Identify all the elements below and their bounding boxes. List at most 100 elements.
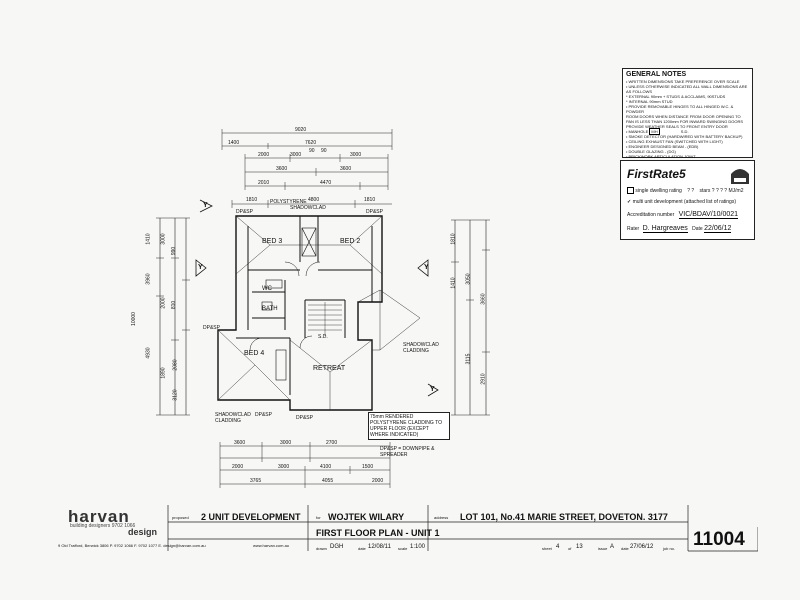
- dpsp-label: DP&SP: [236, 209, 253, 215]
- section-label: Y: [198, 264, 203, 271]
- dimension-text: 3600: [276, 166, 288, 172]
- company-logo: harvan: [68, 507, 130, 526]
- room-label: RETREAT: [313, 365, 346, 372]
- section-label: Y: [430, 386, 435, 393]
- general-notes-line: • PROVIDE REMOVABLE HINGES TO ALL HINGED…: [626, 104, 734, 114]
- section-marker: [199, 199, 213, 213]
- multi-unit-row: ✓ multi unit development (attached list …: [627, 199, 736, 205]
- shadowclad-label: SHADOWCLAD: [290, 205, 326, 211]
- dimension-text: 1410: [145, 233, 152, 245]
- energy-rating-box: FirstRate5 single dwelling rating ? ? st…: [620, 160, 755, 240]
- job-label: job no.: [663, 546, 676, 551]
- dimension-text: 4930: [145, 347, 152, 359]
- general-notes-title: GENERAL NOTES: [626, 71, 687, 78]
- address-value: LOT 101, No.41 MARIE STREET, DOVETON. 31…: [460, 512, 668, 522]
- smoke-detector-label: S.D.: [318, 334, 328, 340]
- company-contact: 9 Old Trafford, Berwick 3806 P. 9702 106…: [58, 543, 206, 548]
- dimension-text: 3000: [278, 464, 290, 470]
- dimension-text: 2910: [480, 373, 487, 385]
- rating-badge-icon: [731, 169, 749, 184]
- polystyrene-label: POLYSTYRENE: [270, 199, 307, 205]
- section-label: Y: [424, 264, 429, 271]
- general-notes-line: ROOM DOORS WHEN DISTANCE FROM DOOR OPENI…: [626, 114, 741, 119]
- dimension-text: 2080: [172, 359, 179, 371]
- section-marker: [195, 259, 207, 277]
- company-logo-design: design: [128, 527, 158, 537]
- section-marker: [417, 259, 429, 277]
- drawing-title: FIRST FLOOR PLAN - UNIT 1: [316, 528, 440, 538]
- dimension-text: 4055: [322, 478, 334, 484]
- sheet-label: sheet: [542, 546, 552, 551]
- general-notes-line: • MANHOLE MH S.D.: [626, 128, 689, 135]
- accreditation-row: Accreditation number VIC/BDAV/10/0021: [627, 211, 739, 219]
- room-label: BED 3: [262, 238, 283, 245]
- dimension-text: 3660: [480, 293, 487, 305]
- dimension-text: 1890: [160, 367, 167, 379]
- dimension-text: 990: [171, 246, 178, 256]
- dimension-text: 1810: [450, 233, 457, 245]
- general-notes-line: • SMOKE DETECTOR (HARDWIRED WITH BATTERY…: [626, 134, 743, 139]
- dimension-text: 90: [309, 148, 315, 154]
- issue-label: issue: [598, 546, 608, 551]
- single-dwelling-row: single dwelling rating ? ? stars ? ? ? ?…: [627, 187, 743, 194]
- date-value: 12/08/11: [368, 544, 391, 550]
- dimension-text: 9020: [295, 127, 307, 133]
- dimension-text: 4800: [308, 197, 320, 203]
- single-dwelling-checkbox: [627, 187, 634, 194]
- job-number: 11004: [693, 529, 745, 550]
- date-label: date: [358, 546, 366, 551]
- dpsp-label: DP&SP: [203, 325, 220, 331]
- shadowclad-label: SHADOWCLAD CLADDING: [215, 412, 251, 424]
- issue-value: A: [610, 544, 615, 550]
- dimension-text: 3000: [350, 152, 362, 158]
- company-tagline: building designers 9702 1066: [70, 523, 136, 529]
- company-website: www.harvan.com.au: [253, 543, 290, 548]
- for-label: for: [316, 515, 321, 520]
- general-notes-line: PAN IS LESS THAN 1200mm FOR INWARD SWING…: [626, 119, 744, 124]
- dimension-text: 3960: [145, 273, 152, 285]
- general-notes-line: • DOUBLE GLAZING - (DG): [626, 149, 676, 154]
- section-label: Y: [203, 202, 208, 209]
- shadowclad-label: SHADOWCLAD CLADDING: [403, 342, 439, 354]
- general-notes-line: • ENGINEER DESIGNED BEAM - (EDB): [626, 144, 699, 149]
- dimension-text: 2700: [326, 440, 338, 446]
- manhole-symbol: MH: [649, 128, 660, 135]
- dimension-text: 2000: [160, 297, 167, 309]
- dpsp-label: DP&SP: [366, 209, 383, 215]
- cladding-note: 75mm RENDERED POLYSTYRENE CLADDING TO UP…: [368, 412, 450, 440]
- title-block: harvan building designers 9702 1066 desi…: [58, 505, 758, 557]
- dimension-text: 1410: [450, 277, 457, 289]
- scale-value: 1:100: [410, 544, 426, 550]
- room-label: BED 2: [340, 238, 361, 245]
- dimension-text: 3000: [160, 233, 167, 245]
- of-label: of: [568, 546, 572, 551]
- date2-label: date: [621, 546, 629, 551]
- drawn-label: drawn: [316, 546, 327, 551]
- dimension-text: 1400: [228, 140, 240, 146]
- dimension-text: 7620: [305, 140, 317, 146]
- proposed-value: 2 UNIT DEVELOPMENT: [201, 512, 301, 522]
- title-block-frame: [167, 505, 758, 552]
- dimension-text: 4100: [320, 464, 332, 470]
- dimension-text: 1810: [364, 197, 376, 203]
- sheet-value: 4: [556, 544, 560, 550]
- general-notes-line: • WRITTEN DIMENSIONS TAKE PREFERENCE OVE…: [626, 79, 740, 84]
- dimension-text: 3120: [172, 389, 179, 401]
- dimension-text: 90: [321, 148, 327, 154]
- rater-row: Rater D. Hargreaves Date 22/06/12: [627, 225, 732, 233]
- general-notes-line: • BRICKWORK ARTICULATION JOINT: [626, 154, 696, 159]
- dimension-text: 3765: [250, 478, 262, 484]
- dimension-text: 4470: [320, 180, 332, 186]
- firstrate-logo: FirstRate5: [627, 167, 686, 181]
- scale-label: scale: [398, 546, 408, 551]
- general-notes-line: PROVIDE WEATHER SEALS TO FRONT ENTRY DOO…: [626, 124, 728, 129]
- dimension-text: 3050: [465, 273, 472, 285]
- dimension-text: 2010: [258, 180, 270, 186]
- client-value: WOJTEK WILARY: [328, 512, 405, 522]
- of-value: 13: [576, 544, 583, 550]
- dimension-text: 3600: [340, 166, 352, 172]
- dimension-text: 2000: [258, 152, 270, 158]
- room-label: BED 4: [244, 350, 265, 357]
- sd-symbol: S.D.: [680, 129, 689, 134]
